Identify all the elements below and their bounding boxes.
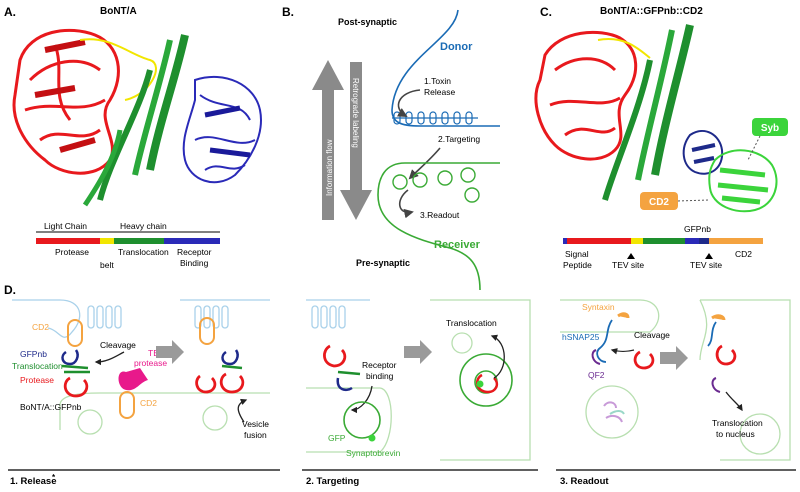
panel-letter-c: C. [540,5,552,19]
release-vesicle-line1: Vesicle [242,419,269,429]
panel-a: A. BoNT/A Light Chain Heavy chain [4,5,262,270]
release-protease: Protease [20,375,54,385]
release-gfpnb: GFPnb [20,349,47,359]
readout-step: Syntaxin hSNAP25 Cleavage QF2 Translocat… [556,299,796,487]
readout-nucleus [585,385,639,439]
donor-receptor-row [392,111,478,125]
retrograde-labeling-label: Retrograde labeling [351,78,360,148]
release-tev-line2: protease [134,358,167,368]
release-cleavage: Cleavage [100,340,136,350]
tev-site-2-label: TEV site [690,260,722,270]
syb-leader [747,135,761,161]
targeting-arrow [408,147,441,180]
release-post-membrane [12,299,81,338]
tev-site-2-marker [705,253,713,259]
syb-label: Syb [761,123,779,134]
readout-footer: 3. Readout [560,476,609,487]
bont-a-structure [12,28,262,207]
release-vesicle-line2: fusion [244,430,267,440]
targeting-translocation: Translocation [446,318,497,328]
receiver-label: Receiver [434,239,481,251]
targeting-receptor-line2: binding [366,371,394,381]
retrograde-labeling-arrow: Retrograde labeling [340,62,372,220]
belt-label: belt [100,260,114,270]
translocation-segment [114,238,164,244]
targeting-footer: 2. Targeting [306,476,359,487]
tev-protease-shape [118,368,148,391]
construct-domain-bar: GFPnb Signal Peptide TEV site TEV site C… [563,224,763,270]
step1-line2: Release [424,87,455,97]
cd2-badge [640,192,678,210]
panel-letter-d: D. [4,283,16,297]
light-chain-label: Light Chain [44,221,87,231]
readout-syntaxin: Syntaxin [582,302,615,312]
targeting-synaptobrevin: Synaptobrevin [346,448,401,458]
receptor-binding-segment [164,238,220,244]
release-construct: BoNT/A::GFPnb [20,402,82,412]
readout-qf2: QF2 [588,370,605,380]
panel-letter-b: B. [282,5,294,19]
receptor-label: Receptor [177,247,212,257]
readout-hsnap25: hSNAP25 [562,332,600,342]
tev-site-1-label: TEV site [612,260,644,270]
release-footer-mark: * [52,473,56,482]
step1-line1: 1.Toxin [424,76,451,86]
panel-letter-a: A. [4,5,16,19]
readout-nucleus-line1: Translocation [712,418,763,428]
cd2-leader [677,199,709,202]
panel-d: D. CD2 GFPnb Translocation Protease BoNT… [4,283,796,487]
tev-site-1-marker [627,253,635,259]
belt-segment [100,238,114,244]
panel-c: C. BoNT/A::GFPnb::CD2 Syb CD2 GFPnb [534,5,788,270]
cd2-bar-label: CD2 [735,249,752,259]
binding-label: Binding [180,258,209,268]
step3-label: 3.Readout [420,210,460,220]
release-step: CD2 GFPnb Translocation Protease BoNT/A:… [8,299,280,487]
gfpnb-bar-label: GFPnb [684,224,711,234]
translocation-label: Translocation [118,247,169,257]
panel-b: B. Post-synaptic Information flow Retrog… [282,5,500,291]
syb-badge [752,118,788,136]
cd2-label: CD2 [649,197,669,208]
information-flow-arrow: Information flow [312,60,344,220]
protease-segment [36,238,100,244]
pre-synaptic-label: Pre-synaptic [356,258,410,268]
release-cd2-bottom: CD2 [140,398,157,408]
protease-label: Protease [55,247,89,257]
release-cd2-top: CD2 [32,322,49,332]
donor-membrane [391,9,500,127]
release-progress-arrow [156,340,184,364]
readout-nucleus-line2: to nucleus [716,429,755,439]
targeting-receptor-line1: Receptor [362,360,397,370]
targeting-progress-arrow [404,340,432,364]
release-footer: 1. Release [10,476,56,487]
release-translocation: Translocation [12,361,63,371]
peptide-label: Peptide [563,260,592,270]
targeting-step: Receptor binding GFP Synaptobrevin Trans… [302,299,538,487]
readout-progress-arrow [660,346,688,370]
heavy-chain-label: Heavy chain [120,221,167,231]
readout-cleavage: Cleavage [634,330,670,340]
donor-label: Donor [440,41,473,53]
step2-label: 2.Targeting [438,134,480,144]
receiver-vesicles [392,167,480,203]
construct-structure [534,24,778,213]
cd2-bottom-shape [119,391,135,419]
construct-title: BoNT/A::GFPnb::CD2 [600,6,703,17]
release-arrow [396,89,421,117]
signal-label: Signal [565,249,589,259]
receiver-membrane [377,162,500,291]
bont-a-title: BoNT/A [100,6,137,17]
targeting-gfp: GFP [328,433,346,443]
bont-a-domain-bar: Light Chain Heavy chain Protease Translo… [36,221,220,270]
post-synaptic-label: Post-synaptic [338,17,397,27]
readout-arrow [399,189,414,219]
information-flow-label: Information flow [325,139,334,196]
cd2-top-shape [67,319,83,347]
